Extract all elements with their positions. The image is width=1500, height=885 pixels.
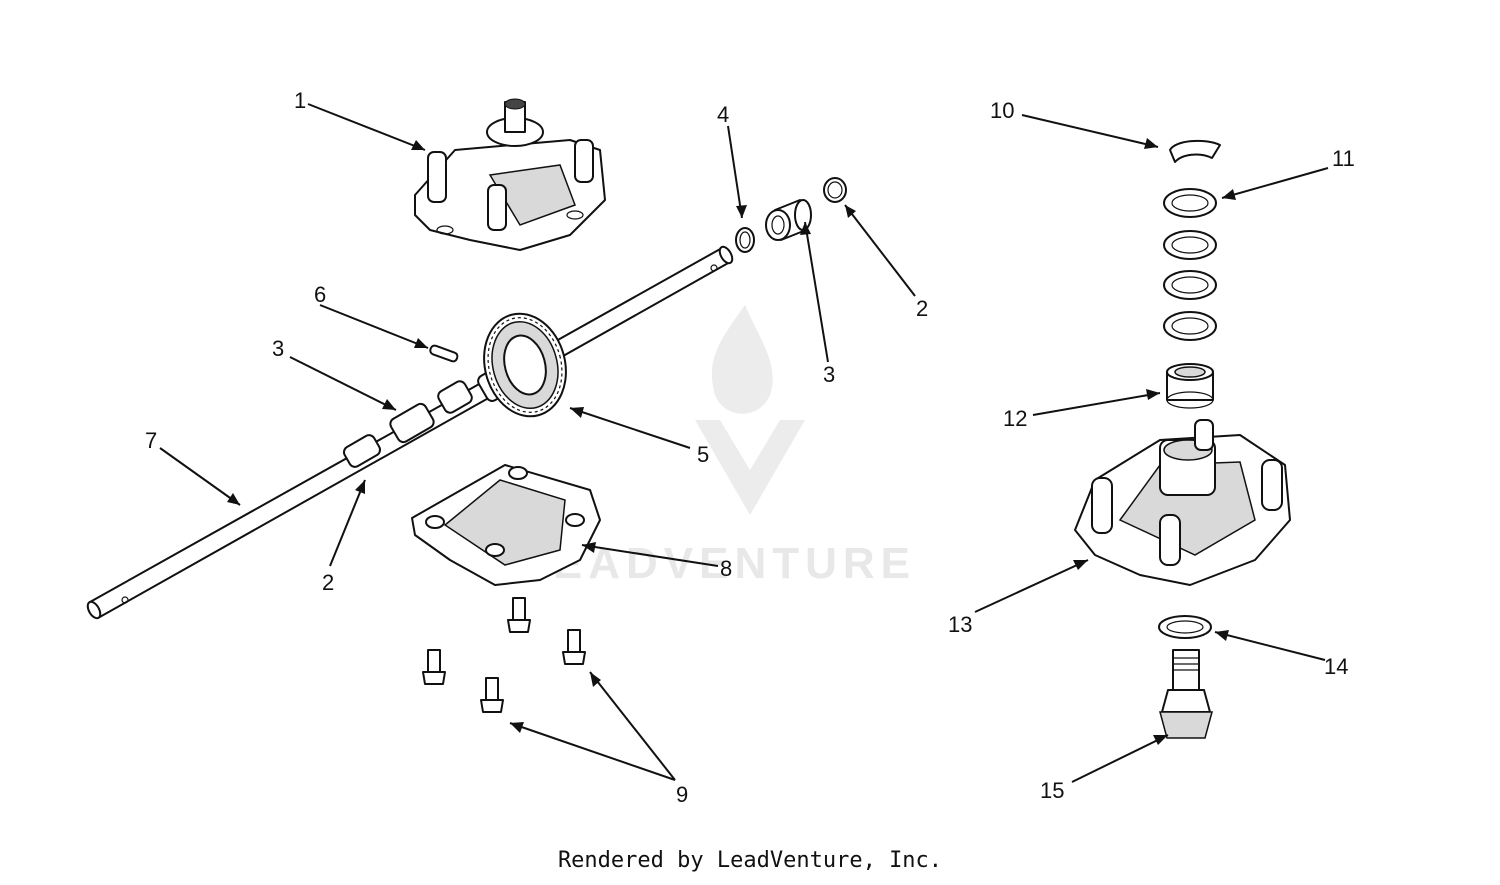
callout-12: 12 [1003,406,1027,431]
watermark-flame-icon [711,305,773,414]
callout-6: 6 [314,282,326,307]
part-5-bevel-gear [483,312,567,418]
part-12-needle-bearing [1166,363,1214,409]
callout-labels: 1 4 2 3 6 3 7 2 5 8 9 10 11 12 13 14 15 [145,88,1355,807]
callout-10: 10 [990,98,1014,123]
callout-3-lower: 3 [272,336,284,361]
callout-13: 13 [948,612,972,637]
part-8-lower-housing [411,464,601,586]
part-11-washers [1163,188,1217,341]
callout-2-lower: 2 [322,570,334,595]
bolt-a [507,597,531,633]
callout-3-upper: 3 [823,362,835,387]
footer-credit: Rendered by LeadVenture, Inc. [557,848,943,873]
part-1-upper-housing [414,98,606,251]
part-14-washer [1158,615,1212,639]
callout-5: 5 [697,442,709,467]
part-4-washer [735,227,755,253]
part-2-washer-upper [823,177,847,203]
part-13-gear-housing [1074,419,1291,586]
part-3-bushing-upper [765,199,812,241]
leader-lines [159,103,1329,783]
bolt-b [562,629,586,665]
part-10-e-clip [1169,139,1221,163]
callout-11: 11 [1332,146,1355,171]
part-9-bolts [422,597,586,713]
callout-8: 8 [720,556,732,581]
callout-9: 9 [676,782,688,807]
callout-14: 14 [1324,654,1348,679]
callout-1: 1 [294,88,306,113]
bolt-d [480,677,504,713]
part-6-pin [429,344,459,363]
callout-7: 7 [145,428,157,453]
callout-15: 15 [1040,778,1064,803]
callout-4: 4 [717,102,729,127]
watermark-v-icon [695,420,805,515]
callout-2-upper: 2 [916,296,928,321]
part-15-pinion-gear [1159,649,1213,739]
bolt-c [422,649,446,685]
